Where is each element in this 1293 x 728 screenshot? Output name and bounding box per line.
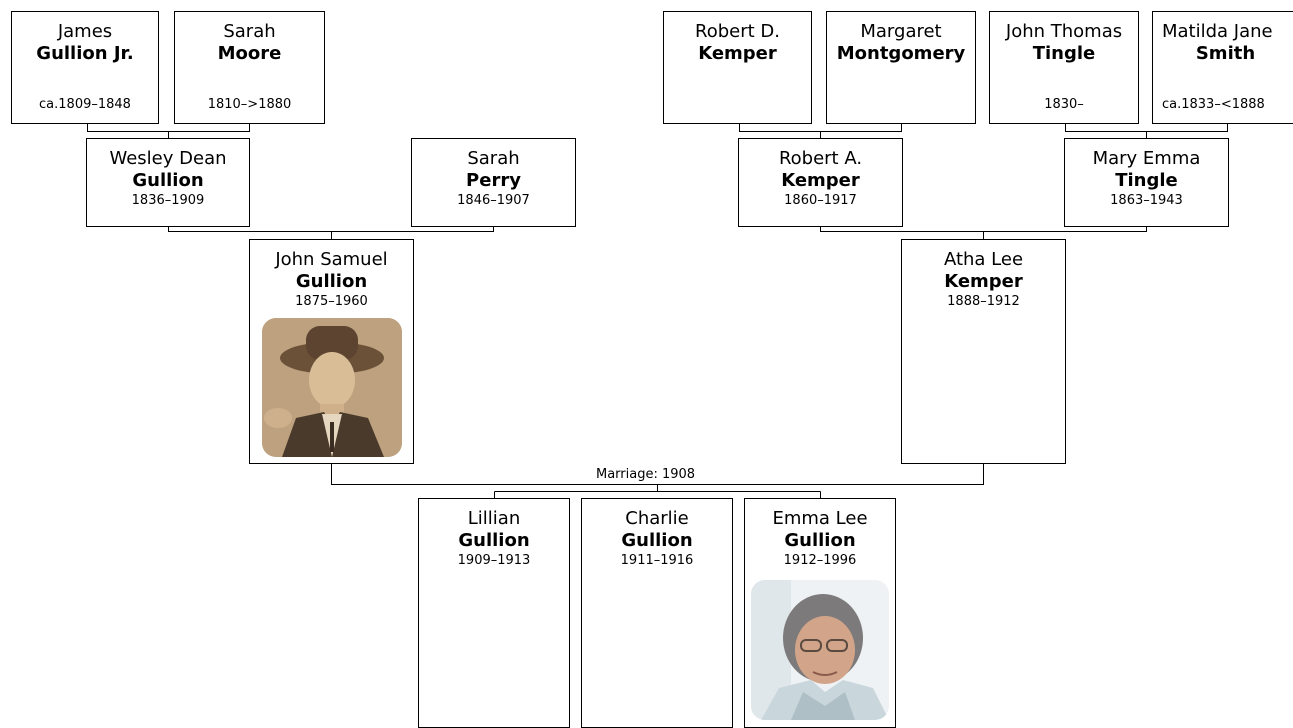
given-name: Matilda Jane	[1162, 21, 1273, 42]
person-card-sarah-perry[interactable]: Sarah Perry 1846–1907	[411, 138, 576, 227]
life-dates: 1909–1913	[457, 553, 531, 568]
portrait-photo[interactable]	[262, 318, 402, 457]
person-card-robert-a-kemper[interactable]: Robert A. Kemper 1860–1917	[738, 138, 903, 227]
surname: Kemper	[698, 43, 777, 64]
person-card-atha-lee-kemper[interactable]: Atha Lee Kemper 1888–1912	[901, 239, 1066, 464]
surname: Gullion	[621, 530, 693, 551]
given-name: Emma Lee	[772, 508, 868, 529]
surname: Gullion	[132, 170, 204, 191]
surname: Gullion	[458, 530, 530, 551]
life-dates: ca.1833–<1888	[1162, 97, 1265, 112]
life-dates: 1830–	[1044, 97, 1084, 112]
life-dates: ca.1809–1848	[39, 97, 131, 112]
person-card-wesley-dean-gullion[interactable]: Wesley Dean Gullion 1836–1909	[86, 138, 250, 227]
given-name: Mary Emma	[1092, 148, 1201, 169]
given-name: John Samuel	[275, 249, 388, 270]
person-card-mary-emma-tingle[interactable]: Mary Emma Tingle 1863–1943	[1064, 138, 1229, 227]
surname: Gullion	[295, 271, 368, 292]
person-card-john-samuel-gullion[interactable]: John Samuel Gullion 1875–1960	[249, 239, 414, 464]
life-dates: 1810–>1880	[207, 97, 292, 112]
person-card-charlie-gullion[interactable]: Charlie Gullion 1911–1916	[581, 498, 733, 728]
surname: Perry	[466, 170, 521, 191]
surname: Gullion	[784, 530, 856, 551]
given-name: Atha Lee	[943, 249, 1024, 270]
surname: Gullion Jr.	[36, 43, 134, 64]
life-dates: 1860–1917	[784, 193, 857, 208]
given-name: Robert D.	[695, 21, 780, 42]
given-name: Sarah	[467, 148, 520, 169]
person-card-robert-d-kemper[interactable]: Robert D. Kemper	[663, 11, 812, 124]
person-card-sarah-moore[interactable]: Sarah Moore 1810–>1880	[174, 11, 325, 124]
person-card-emma-lee-gullion[interactable]: Emma Lee Gullion 1912–1996	[744, 498, 896, 728]
given-name: Sarah	[223, 21, 276, 42]
person-card-john-thomas-tingle[interactable]: John Thomas Tingle 1830–	[989, 11, 1139, 124]
surname: Smith	[1195, 43, 1256, 64]
given-name: James	[57, 21, 113, 42]
person-card-james-gullion[interactable]: James Gullion Jr. ca.1809–1848	[11, 11, 159, 124]
portrait-photo[interactable]	[751, 580, 889, 720]
marriage-label: Marriage: 1908	[596, 467, 696, 482]
life-dates: 1912–1996	[783, 553, 857, 568]
life-dates: 1875–1960	[295, 294, 368, 309]
life-dates: 1846–1907	[457, 193, 530, 208]
life-dates: 1888–1912	[947, 294, 1020, 309]
surname: Tingle	[1115, 170, 1178, 191]
surname: Montgomery	[836, 43, 966, 64]
surname: Moore	[217, 43, 282, 64]
given-name: Wesley Dean	[109, 148, 227, 169]
person-card-matilda-jane-smith[interactable]: Matilda Jane Smith ca.1833–<1888	[1152, 11, 1293, 124]
surname: Kemper	[781, 170, 860, 191]
given-name: Robert A.	[778, 148, 863, 169]
person-card-lillian-gullion[interactable]: Lillian Gullion 1909–1913	[418, 498, 570, 728]
given-name: John Thomas	[1005, 21, 1123, 42]
life-dates: 1863–1943	[1110, 193, 1183, 208]
life-dates: 1836–1909	[131, 193, 205, 208]
surname: Kemper	[944, 271, 1023, 292]
person-card-margaret-montgomery[interactable]: Margaret Montgomery	[826, 11, 976, 124]
given-name: Margaret	[860, 21, 942, 42]
surname: Tingle	[1032, 43, 1096, 64]
life-dates: 1911–1916	[620, 553, 694, 568]
given-name: Lillian	[467, 508, 521, 529]
given-name: Charlie	[625, 508, 689, 529]
